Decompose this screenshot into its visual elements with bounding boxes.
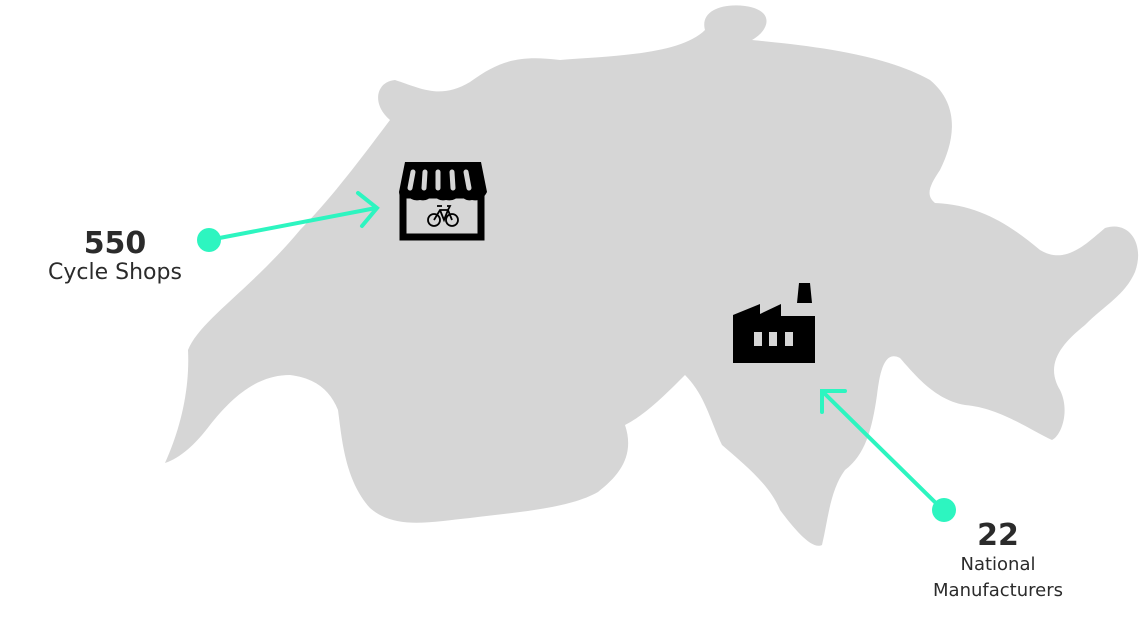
stat-national-manufacturers: 22 National Manufacturers bbox=[908, 520, 1088, 604]
stat-label-line-2: Manufacturers bbox=[933, 580, 1063, 601]
manufacturers-dot bbox=[932, 498, 956, 522]
stat-value: 550 bbox=[83, 226, 147, 261]
stat-label-line-1: National bbox=[960, 554, 1036, 575]
shops-connector bbox=[207, 191, 380, 242]
map-outline bbox=[165, 5, 1139, 546]
manufacturers-connector bbox=[820, 389, 945, 512]
stat-label: Cycle Shops bbox=[48, 260, 182, 285]
bike-shop-icon bbox=[399, 162, 487, 241]
stat-value: 22 bbox=[977, 518, 1019, 553]
shops-dot bbox=[197, 228, 221, 252]
stat-cycle-shops: 550 Cycle Shops bbox=[20, 228, 210, 286]
factory-icon bbox=[733, 283, 815, 363]
